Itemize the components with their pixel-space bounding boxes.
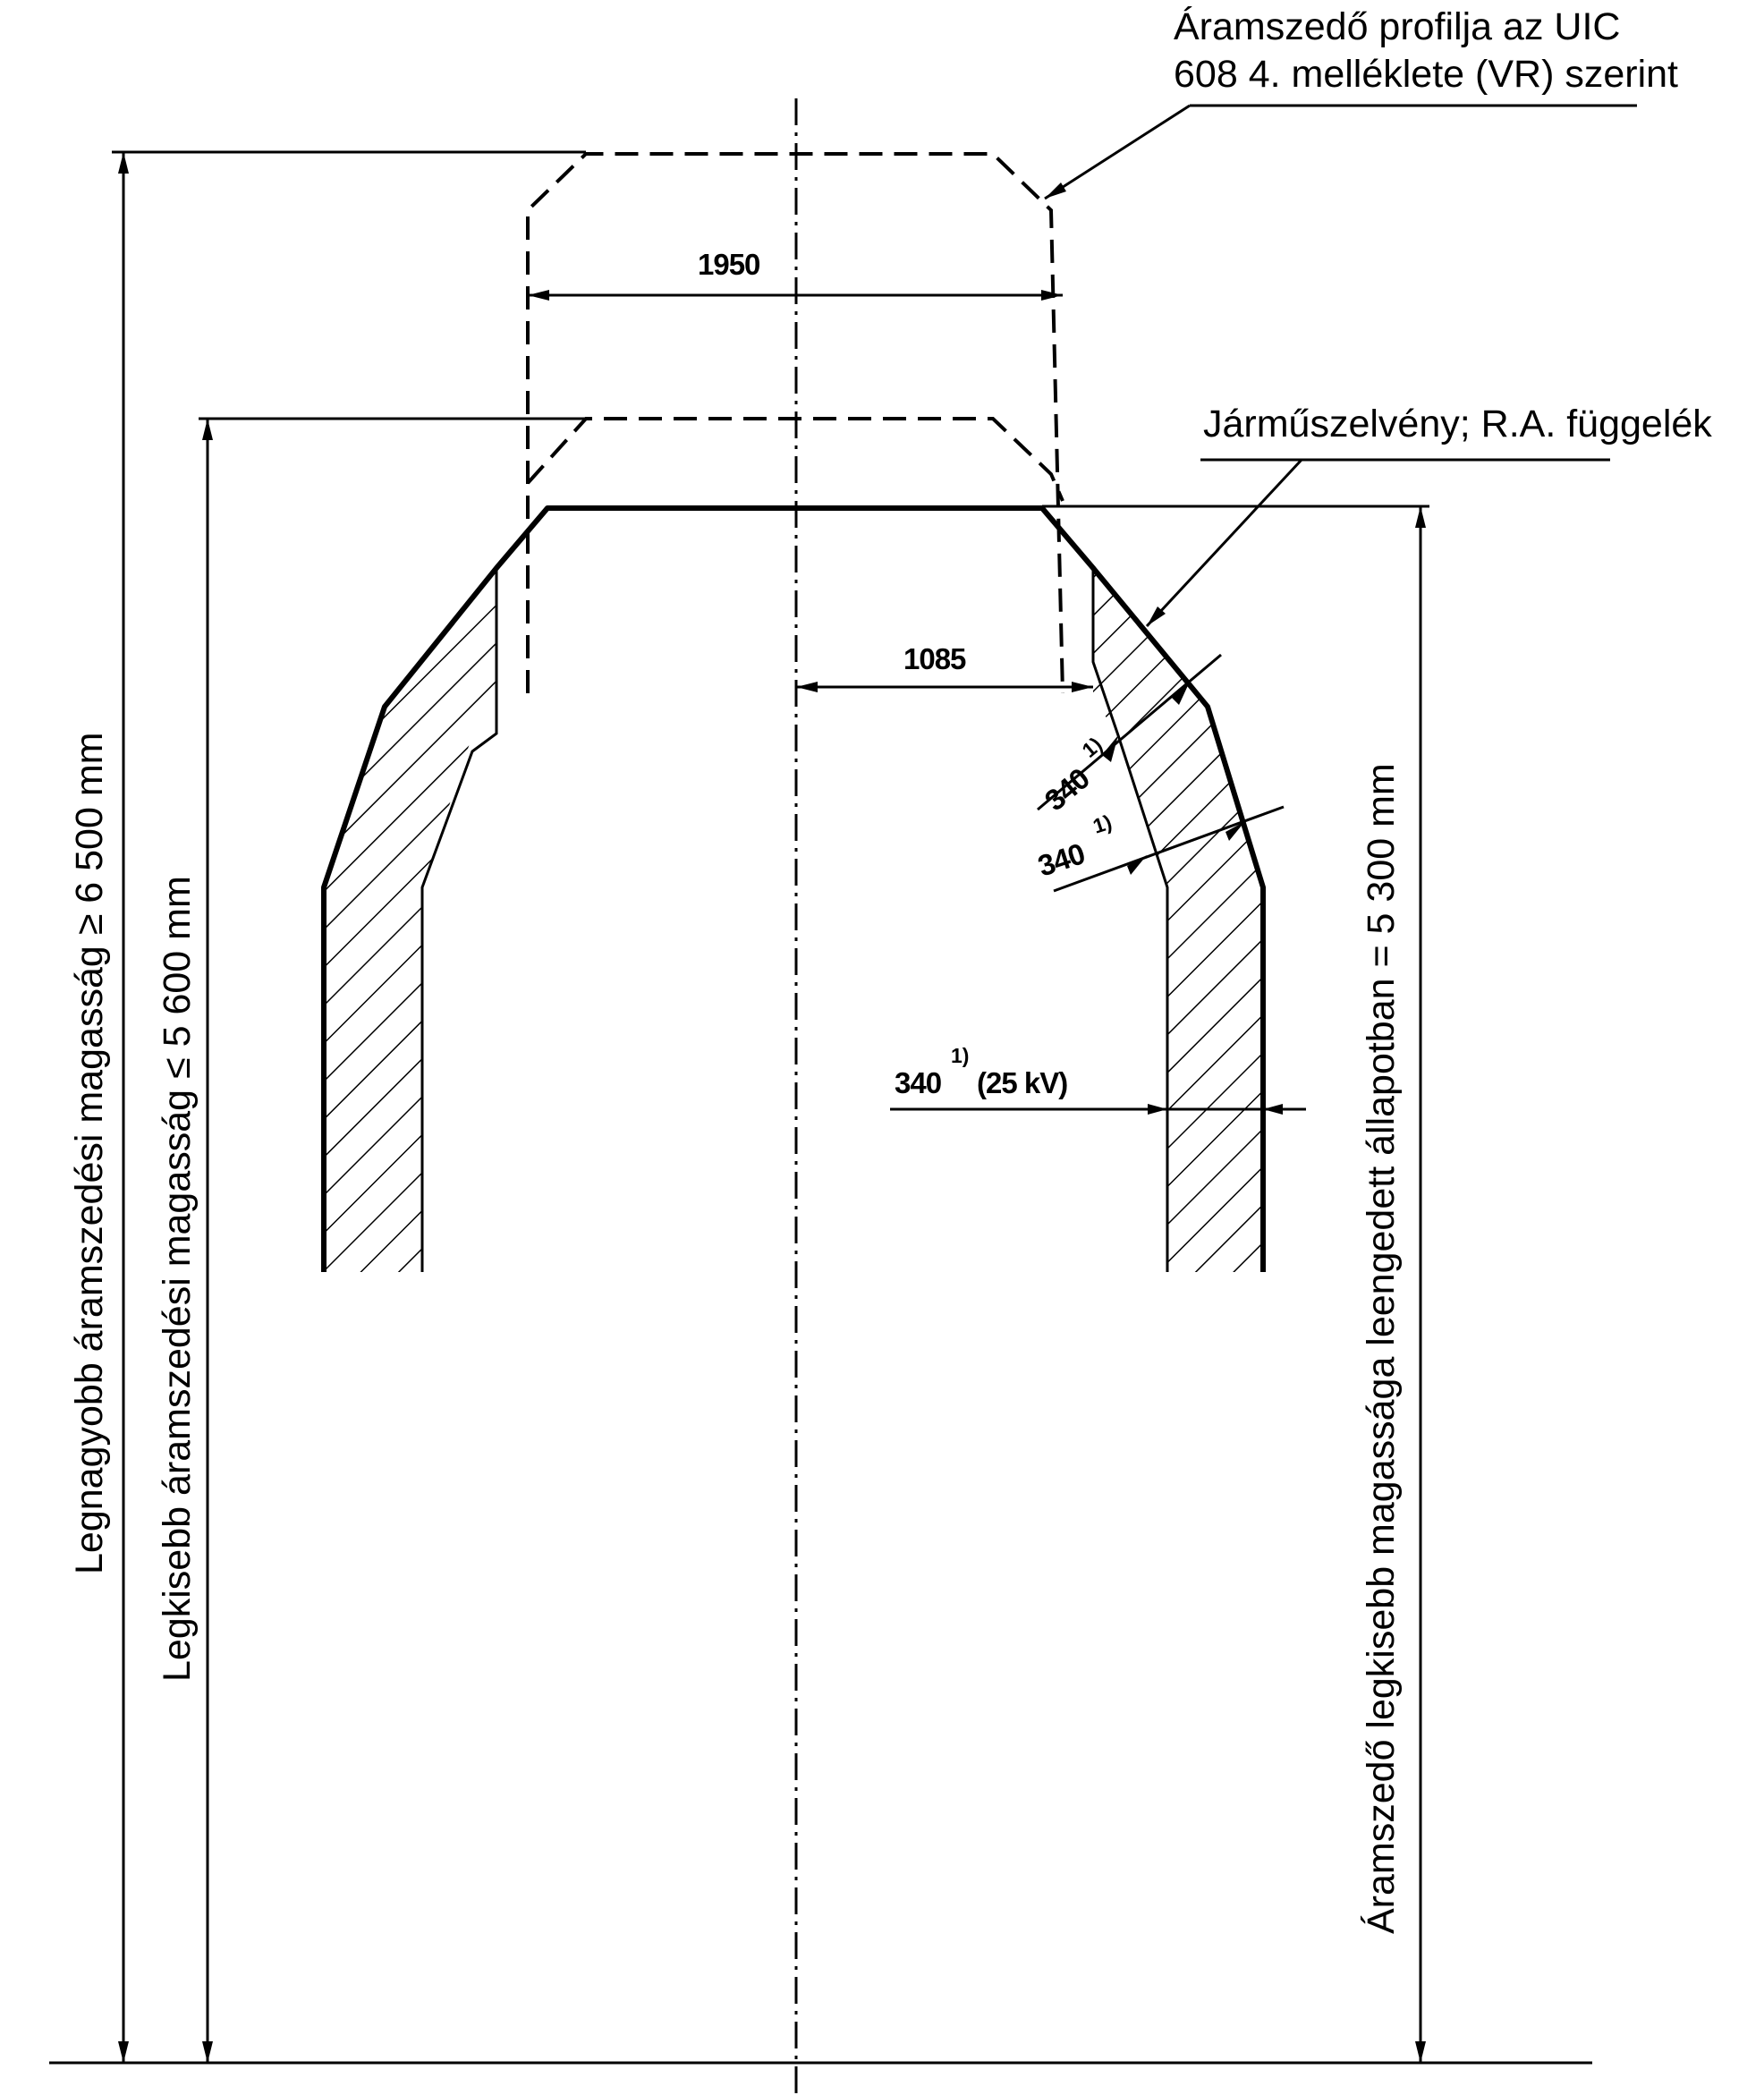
width-1085-dimension: 1085 bbox=[796, 642, 1093, 692]
min-height-label: Legkisebb áramszedési magasság ≤ 5 600 m… bbox=[156, 876, 199, 1682]
clearance-dimension-3: 340 1) (25 kV) bbox=[890, 1044, 1306, 1115]
max-height-dimension bbox=[118, 152, 129, 2063]
pantograph-profile-leader bbox=[1044, 104, 1637, 200]
width-1950-dimension: 1950 bbox=[528, 248, 1063, 301]
width-1950-label: 1950 bbox=[698, 248, 759, 281]
width-1085-label: 1085 bbox=[903, 642, 966, 675]
lowered-height-dimension bbox=[1415, 506, 1426, 2063]
vehicle-gauge-outline bbox=[321, 505, 1266, 1272]
pantograph-profile-label-line-1: Áramszedő profilja az UIC bbox=[1174, 5, 1620, 48]
vehicle-gauge-label: Járműszelvény; R.A. függelék bbox=[1203, 403, 1712, 445]
clearance-2-value: 340 bbox=[1034, 836, 1089, 882]
clearance-2-note: 1) bbox=[1090, 810, 1115, 838]
clearance-1-value: 340 bbox=[1039, 762, 1096, 818]
min-height-dimension bbox=[202, 419, 213, 2063]
clearance-zone-left bbox=[324, 568, 498, 1272]
vehicle-gauge-leader bbox=[1145, 458, 1610, 628]
lowered-height-label: Áramszedő legkisebb magassága leengedett… bbox=[1360, 763, 1403, 1934]
pantograph-profile-label-line-2: 608 4. melléklete (VR) szerint bbox=[1174, 53, 1678, 96]
clearance-3-note: 1) bbox=[951, 1044, 969, 1067]
clearance-3-value: 340 bbox=[895, 1066, 941, 1099]
max-height-label: Legnagyobb áramszedési magasság ≥ 6 500 … bbox=[68, 733, 111, 1574]
pantograph-profile-lowered bbox=[526, 417, 1064, 502]
clearance-3-suffix: (25 kV) bbox=[977, 1066, 1067, 1099]
clearance-1-note: 1) bbox=[1078, 733, 1107, 762]
pantograph-profile-raised bbox=[526, 152, 1064, 694]
